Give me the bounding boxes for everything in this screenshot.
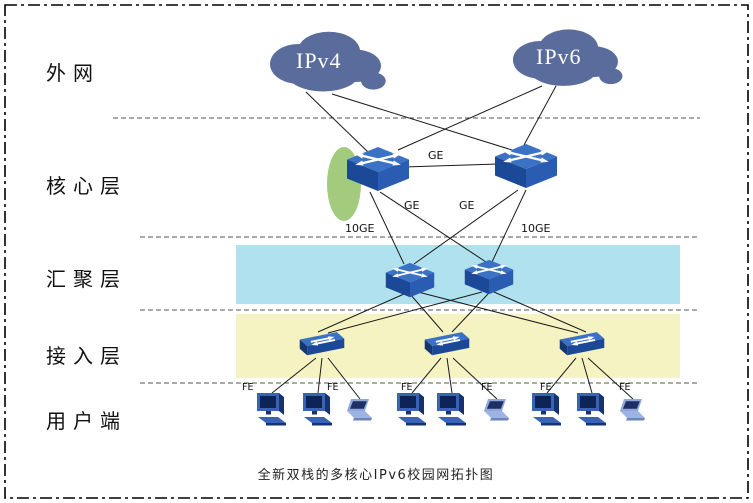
link-coreR-aggL [413, 189, 519, 265]
link-aggL-acc2 [409, 293, 444, 333]
link-acc2-laptop [452, 357, 498, 400]
laptop-icon [620, 399, 645, 421]
link-acc2-pc2 [446, 357, 453, 394]
layer-label-user: 用户端 [46, 409, 127, 433]
link-acc2-pc1 [411, 357, 442, 394]
layer-label-access: 接入层 [46, 344, 127, 368]
desktop-icon [303, 393, 332, 426]
desktop-icon [437, 393, 466, 426]
link-acc1-laptop [327, 357, 361, 400]
ipv6-cloud-label: IPv6 [536, 44, 582, 69]
link-acc1-pc2 [317, 357, 323, 394]
link-aggR-acc3 [493, 291, 587, 333]
link-aggR-acc2 [451, 293, 489, 333]
desktop-icon [577, 393, 606, 426]
link-acc3-laptop [587, 357, 634, 400]
link-ipv6-core-left [397, 85, 543, 151]
desktop-icon [397, 393, 426, 426]
page-border [4, 4, 749, 499]
fe-label-3: FE [401, 382, 412, 393]
ge-label-left: GE [404, 199, 420, 212]
layer-label-aggregation: 汇聚层 [46, 267, 127, 291]
desktop-icon [257, 393, 286, 426]
aggregation-band [236, 245, 680, 304]
laptop-icon [484, 399, 509, 421]
link-coreR-aggR [491, 189, 527, 263]
diagram-title: 全新双栈的多核心IPv6校园网拓扑图 [258, 467, 495, 483]
tenge-label-right: 10GE [521, 222, 551, 235]
fe-label-6: FE [619, 382, 630, 393]
ge-label-core-interconnect: GE [428, 149, 444, 162]
layer-label-core: 核心层 [46, 174, 127, 198]
laptop-icon [347, 399, 372, 421]
tenge-label-left: 10GE [345, 222, 375, 235]
fe-label-1: FE [242, 382, 253, 393]
link-ipv6-core-right [523, 85, 557, 146]
link-aggR-acc1 [327, 291, 483, 334]
fe-label-2: FE [327, 382, 338, 393]
link-coreL-aggL [369, 191, 405, 265]
link-aggL-acc1 [317, 293, 405, 333]
link-acc3-pc2 [581, 357, 593, 394]
fe-label-5: FE [540, 382, 551, 393]
link-ipv4-core-right [331, 93, 513, 151]
link-aggL-acc3 [417, 291, 579, 334]
link-coreL-aggR [379, 191, 487, 263]
network-links [271, 85, 634, 400]
desktop-icon [532, 393, 561, 426]
layer-label-external: 外网 [46, 61, 100, 85]
link-core-interconnect [403, 163, 499, 168]
link-ipv4-core-left [305, 91, 369, 153]
ipv4-cloud-label: IPv4 [296, 48, 342, 73]
user-devices [257, 393, 645, 426]
ge-label-right: GE [459, 199, 475, 212]
core-switch-right-icon [494, 143, 558, 189]
fe-label-4: FE [481, 382, 492, 393]
link-acc3-pc1 [546, 357, 577, 394]
link-acc1-pc1 [271, 357, 317, 394]
